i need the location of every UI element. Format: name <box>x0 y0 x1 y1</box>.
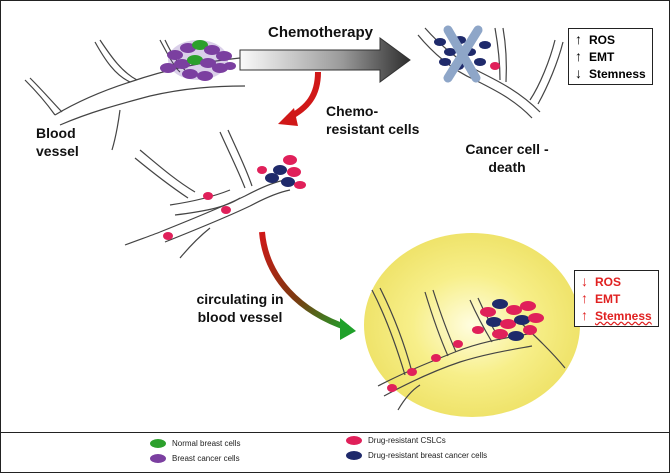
chemotherapy-arrow <box>239 37 411 83</box>
blood-vessel-label: Blood vessel <box>36 124 79 160</box>
effects-box-chemo: ↑ ROS ↑ EMT ↓ Stemness <box>568 28 653 85</box>
chemo-resistant-label: Chemo- resistant cells <box>326 102 419 138</box>
cancer-death-line1: Cancer cell - <box>465 141 549 157</box>
circulation-arrow <box>259 231 349 331</box>
legend-cancer: Breast cancer cells <box>172 454 240 463</box>
chemo-resistant-line2: resistant cells <box>326 121 420 137</box>
up-arrow-icon: ↑ <box>581 290 588 306</box>
stemness-label: Stemness <box>595 309 652 323</box>
highlight-glow <box>364 233 580 417</box>
chemo-resistant-line1: Chemo- <box>326 103 379 119</box>
legend-swatch-resistant <box>346 451 362 460</box>
blood-vessel-line1: Blood <box>36 125 76 141</box>
ros-label: ROS <box>595 275 622 289</box>
blood-vessel-3 <box>124 129 291 259</box>
blood-vessel-line2: vessel <box>36 143 79 159</box>
up-arrow-icon: ↑ <box>575 48 582 64</box>
blood-vessel-4 <box>371 287 566 411</box>
emt-label: EMT <box>595 292 621 306</box>
effects-box-resistant: ↓ ROS ↑ EMT ↑ Stemness <box>574 270 659 327</box>
legend-cslc: Drug-resistant CSLCs <box>368 436 446 445</box>
resistant-cell-cluster-1 <box>163 155 306 240</box>
emt-label: EMT <box>589 50 615 64</box>
legend-resistant: Drug-resistant breast cancer cells <box>368 451 488 460</box>
legend-divider <box>0 432 670 433</box>
resistant-cell-cluster-2 <box>387 299 544 392</box>
legend-normal: Normal breast cells <box>172 439 241 448</box>
cancer-death-label: Cancer cell - death <box>454 140 560 176</box>
stemness-label: Stemness <box>589 67 646 81</box>
up-arrow-icon: ↑ <box>581 307 588 323</box>
chemotherapy-label: Chemotherapy <box>268 24 374 41</box>
up-arrow-icon: ↑ <box>575 31 582 47</box>
circulating-line2: blood vessel <box>197 309 283 325</box>
ros-label: ROS <box>589 33 616 47</box>
down-arrow-icon: ↓ <box>575 65 582 81</box>
circulating-line1: circulating in <box>196 291 284 307</box>
legend-swatch-normal <box>150 439 166 448</box>
circulating-label: circulating in blood vessel <box>170 290 310 326</box>
death-x-mark <box>443 25 483 83</box>
cancer-death-line2: death <box>488 159 526 175</box>
tumor-cluster-1 <box>160 40 236 81</box>
legend-swatch-cancer <box>150 454 166 463</box>
legend-swatch-cslc <box>346 436 362 445</box>
down-arrow-icon: ↓ <box>581 273 588 289</box>
